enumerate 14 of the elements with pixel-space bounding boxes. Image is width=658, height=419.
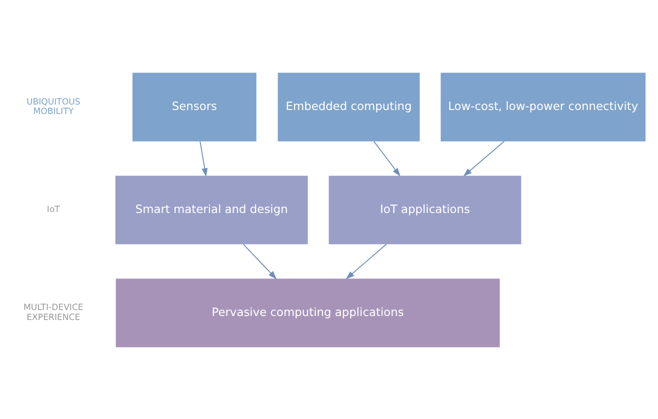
node-box: Smart material and design <box>115 175 308 244</box>
label: MULTI-DEVICE EXPERIENCE <box>23 302 84 322</box>
arrow <box>346 243 387 279</box>
node-box: Low-cost, low-power connectivity <box>440 72 646 141</box>
node-box: IoT applications <box>328 175 522 244</box>
label: UBIQUITOUS MOBILITY <box>26 96 80 116</box>
label: IoT <box>46 204 60 215</box>
arrow <box>373 140 400 176</box>
node-box: Pervasive computing applications <box>116 278 500 347</box>
arrow <box>200 140 208 176</box>
arrow <box>463 140 505 176</box>
node-box: Sensors <box>132 72 256 141</box>
arrow <box>242 243 277 279</box>
node-box: Embedded computing <box>278 72 420 141</box>
